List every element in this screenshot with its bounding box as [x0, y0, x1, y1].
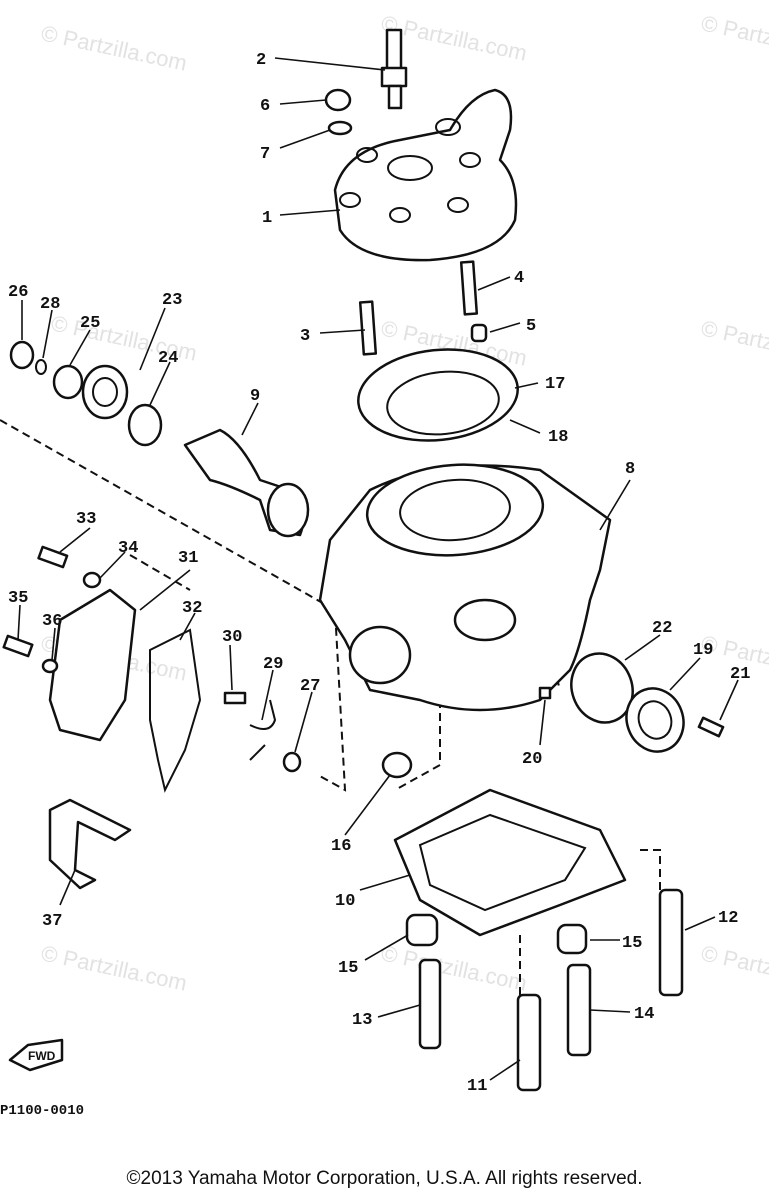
collar[interactable] — [9, 340, 35, 370]
callout-7[interactable]: 7 — [260, 145, 270, 164]
nut[interactable] — [41, 658, 59, 674]
dowel-pin[interactable] — [470, 323, 488, 343]
cylinder-head[interactable] — [333, 88, 518, 262]
watermark: © Partzilla.com — [699, 10, 769, 65]
callout-23[interactable]: 23 — [162, 291, 182, 310]
callout-22[interactable]: 22 — [652, 619, 672, 638]
callout-15[interactable]: 15 — [338, 959, 358, 978]
circlip[interactable] — [35, 359, 47, 375]
stud-bolt[interactable] — [358, 300, 378, 356]
callout-1[interactable]: 1 — [262, 209, 272, 228]
base-gasket[interactable] — [393, 788, 627, 937]
copyright-notice: ©2013 Yamaha Motor Corporation, U.S.A. A… — [126, 1168, 643, 1189]
callout-34[interactable]: 34 — [118, 539, 138, 558]
callout-26[interactable]: 26 — [8, 283, 28, 302]
watermark: © Partzilla.com — [39, 20, 189, 75]
stud-bolt[interactable] — [566, 963, 592, 1057]
callout-33[interactable]: 33 — [76, 510, 96, 529]
callout-32[interactable]: 32 — [182, 599, 202, 618]
callout-30[interactable]: 30 — [222, 628, 242, 647]
callout-4[interactable]: 4 — [514, 269, 524, 288]
dowel-pin[interactable] — [556, 923, 588, 955]
lever[interactable] — [249, 699, 277, 761]
bolt[interactable] — [223, 691, 247, 705]
valve-cover[interactable] — [48, 588, 137, 742]
callout-8[interactable]: 8 — [625, 460, 635, 479]
stud-bolt[interactable] — [418, 958, 442, 1050]
fwd-label: FWD — [28, 1049, 56, 1063]
watermark: © Partzilla.com — [699, 940, 769, 995]
callout-9[interactable]: 9 — [250, 387, 260, 406]
nut[interactable] — [82, 571, 102, 589]
callout-3[interactable]: 3 — [300, 327, 310, 346]
callout-12[interactable]: 12 — [718, 909, 738, 928]
dowel[interactable] — [538, 686, 552, 700]
callout-10[interactable]: 10 — [335, 892, 355, 911]
callout-5[interactable]: 5 — [526, 317, 536, 336]
bolt[interactable] — [37, 545, 69, 569]
callout-6[interactable]: 6 — [260, 97, 270, 116]
bolt[interactable] — [2, 634, 34, 658]
washer[interactable] — [282, 751, 302, 773]
exhaust-valve-holder[interactable] — [183, 428, 310, 538]
callout-15[interactable]: 15 — [622, 934, 642, 953]
callout-20[interactable]: 20 — [522, 750, 542, 769]
valve-pulley[interactable] — [81, 364, 129, 420]
bracket[interactable] — [48, 798, 132, 890]
stud-bolt[interactable] — [658, 888, 684, 997]
callout-16[interactable]: 16 — [331, 837, 351, 856]
diagram-code: P1100-0010 — [0, 1103, 84, 1119]
callout-13[interactable]: 13 — [352, 1011, 372, 1030]
callout-27[interactable]: 27 — [300, 677, 320, 696]
callout-37[interactable]: 37 — [42, 912, 62, 931]
callout-36[interactable]: 36 — [42, 612, 62, 631]
oil-seal[interactable] — [52, 364, 84, 400]
callout-14[interactable]: 14 — [634, 1005, 654, 1024]
callout-17[interactable]: 17 — [545, 375, 565, 394]
callouts: 1 2 3 4 5 6 7 8 9 10 11 12 13 14 15 15 1… — [8, 51, 750, 1096]
callout-31[interactable]: 31 — [178, 549, 198, 568]
dowel-pin[interactable] — [405, 913, 439, 947]
washer[interactable] — [327, 120, 353, 136]
watermark: © Partzilla.com — [699, 315, 769, 370]
leader-lines — [17, 57, 739, 1081]
callout-18[interactable]: 18 — [548, 428, 568, 447]
screw[interactable] — [697, 716, 725, 738]
watermark: © Partzilla.com — [379, 940, 529, 995]
callout-35[interactable]: 35 — [8, 589, 28, 608]
callout-29[interactable]: 29 — [263, 655, 283, 674]
o-ring-small[interactable] — [384, 366, 502, 439]
stud-bolt[interactable] — [516, 993, 542, 1092]
spark-plug[interactable] — [380, 28, 408, 110]
exhaust-valve-cover[interactable] — [618, 680, 693, 759]
watermark: © Partzilla.com — [39, 940, 189, 995]
callout-21[interactable]: 21 — [730, 665, 750, 684]
callout-24[interactable]: 24 — [158, 349, 178, 368]
callout-25[interactable]: 25 — [80, 314, 100, 333]
callout-28[interactable]: 28 — [40, 295, 60, 314]
flange-nut[interactable] — [381, 751, 413, 779]
acorn-nut[interactable] — [324, 88, 352, 112]
cover-gasket[interactable] — [149, 628, 202, 793]
o-ring[interactable] — [127, 403, 163, 447]
cylinder[interactable] — [318, 459, 612, 712]
stud-bolt[interactable] — [459, 260, 479, 316]
callout-2[interactable]: 2 — [256, 51, 266, 70]
callout-19[interactable]: 19 — [693, 641, 713, 660]
gasket[interactable] — [562, 645, 642, 731]
forward-arrow-icon: FWD — [8, 1038, 64, 1072]
callout-11[interactable]: 11 — [467, 1077, 487, 1096]
